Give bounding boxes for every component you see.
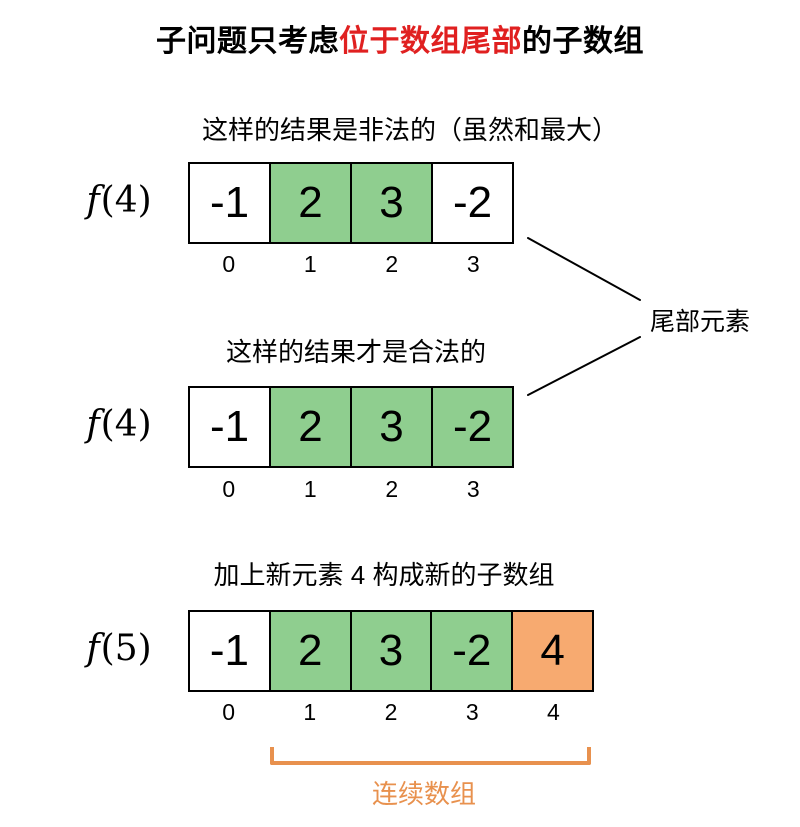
fn-arg: (5) [100, 628, 152, 669]
index-label: 0 [222, 250, 236, 277]
fn-arg: (4) [100, 404, 152, 445]
section3-fn-label: f(5) [86, 628, 151, 669]
index-row-1: 0 1 2 3 [188, 251, 514, 277]
index-label: 1 [303, 250, 317, 277]
section1-caption: 这样的结果是非法的（虽然和最大） [201, 115, 619, 145]
index-label: 1 [303, 475, 317, 502]
title-prefix: 子问题只考虑 [156, 25, 339, 58]
section1-fn-label: f(4) [86, 180, 151, 221]
array-cell: -2 [432, 612, 514, 690]
index-label: 2 [385, 250, 399, 277]
contiguous-array-label: 连续数组 [371, 779, 477, 809]
index-row-2: 0 1 2 3 [188, 476, 514, 502]
array-row-3: -1 2 3 -2 4 [188, 610, 594, 692]
array-cell: -1 [190, 612, 271, 690]
fn-name: f [86, 180, 100, 221]
array-cell: 3 [352, 164, 433, 242]
array-cell: -2 [433, 388, 512, 466]
index-label: 2 [384, 698, 398, 725]
array-cell: 3 [351, 612, 433, 690]
fn-arg: (4) [100, 180, 152, 221]
tail-element-label: 尾部元素 [650, 308, 751, 336]
index-label: 1 [303, 698, 317, 725]
section2-fn-label: f(4) [86, 404, 151, 445]
array-cell-new: 4 [513, 612, 592, 690]
tail-pointer-line-top [527, 237, 641, 301]
title-suffix: 的子数组 [522, 25, 644, 58]
index-label: 2 [385, 475, 399, 502]
index-label: 3 [466, 250, 480, 277]
array-cell: 3 [352, 388, 433, 466]
array-cell: -2 [433, 164, 512, 242]
array-cell: 2 [270, 612, 352, 690]
index-label: 4 [547, 698, 560, 725]
contiguous-array-bracket [270, 747, 591, 765]
index-label: 3 [465, 698, 479, 725]
index-row-3: 0 1 2 3 4 [188, 699, 594, 725]
array-row-1: -1 2 3 -2 [188, 162, 514, 244]
page-title: 子问题只考虑位于数组尾部的子数组 [0, 16, 800, 60]
fn-name: f [86, 628, 100, 669]
section2-caption: 这样的结果才是合法的 [225, 337, 487, 367]
tail-pointer-line-bottom [527, 336, 641, 396]
title-highlight: 位于数组尾部 [339, 25, 522, 58]
index-label: 0 [222, 698, 235, 725]
index-label: 3 [466, 475, 480, 502]
array-cell: -1 [190, 164, 271, 242]
section3-caption: 加上新元素 4 构成新的子数组 [213, 560, 555, 590]
array-row-2: -1 2 3 -2 [188, 386, 514, 468]
array-cell: -1 [190, 388, 271, 466]
index-label: 0 [222, 475, 236, 502]
array-cell: 2 [271, 388, 352, 466]
array-cell: 2 [271, 164, 352, 242]
fn-name: f [86, 404, 100, 445]
